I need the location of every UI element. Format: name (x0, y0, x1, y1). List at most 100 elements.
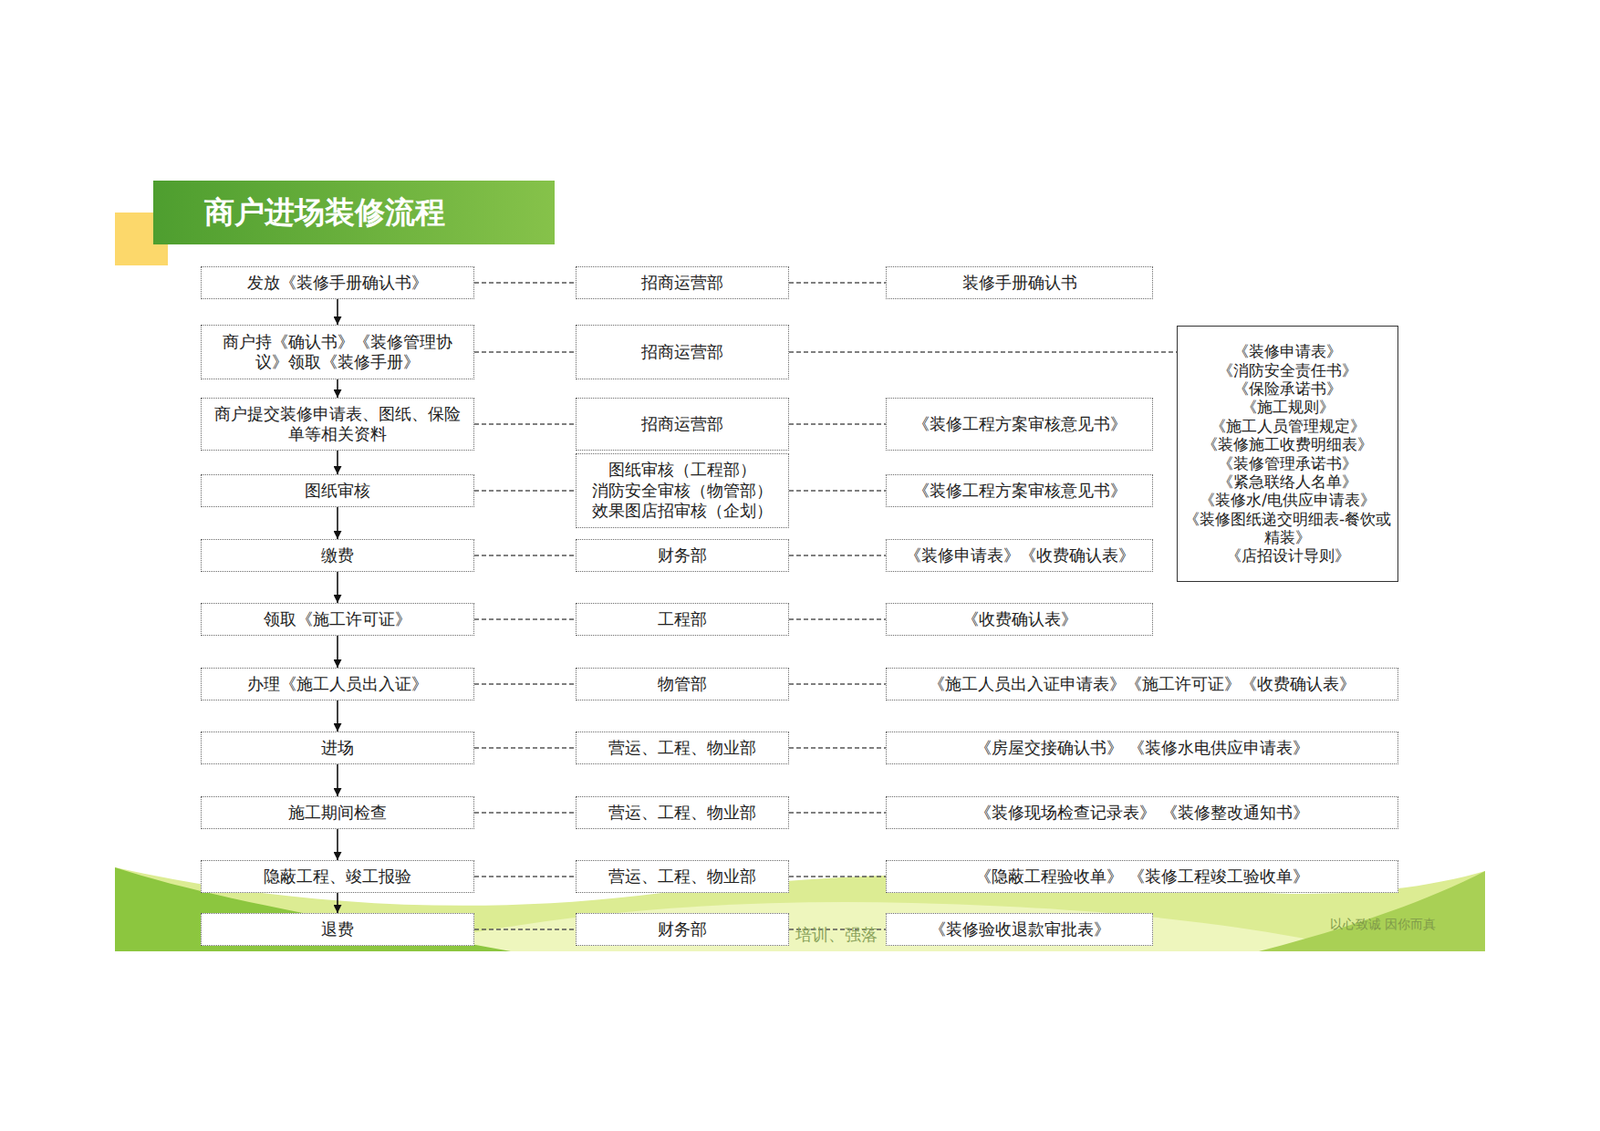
process-box: 招商运营部 (575, 324, 790, 380)
node-text: 财务部 (657, 545, 707, 567)
process-box: 图纸审核 (200, 474, 475, 508)
node-text: 招商运营部 (641, 342, 724, 364)
dashed-link (474, 423, 576, 425)
node-text: 发放《装修手册确认书》 (247, 272, 428, 294)
node-text: 《装修工程方案审核意见书》 (913, 414, 1127, 436)
node-text: 工程部 (657, 609, 707, 631)
dashed-link (474, 351, 576, 353)
process-box: 《装修工程方案审核意见书》 (885, 397, 1154, 451)
node-text: 营运、工程、物业部 (608, 866, 757, 888)
node-text: 《装修验收退款审批表》 (929, 919, 1111, 941)
process-box: 图纸审核（工程部）消防安全审核（物管部）效果图店招审核（企划） (575, 453, 790, 529)
node-text: 《装修图纸递交明细表-餐饮或精装》 (1183, 509, 1393, 548)
node-text: 《施工人员出入证申请表》《施工许可证》《收费确认表》 (928, 674, 1356, 696)
dashed-link (474, 747, 576, 749)
node-text: 《施工规则》 (1241, 397, 1335, 416)
process-box: 《装修工程方案审核意见书》 (885, 474, 1154, 508)
node-text: 物管部 (657, 674, 707, 696)
process-box: 招商运营部 (575, 397, 790, 451)
node-text: 《店招设计导则》 (1225, 546, 1351, 565)
node-text: 《施工人员管理规定》 (1210, 416, 1366, 436)
node-text: 《保险承诺书》 (1233, 379, 1342, 398)
node-text: 效果图店招审核（企划） (592, 500, 773, 522)
node-text: 装修手册确认书 (962, 272, 1078, 294)
title-banner (153, 180, 555, 245)
dashed-link (789, 875, 886, 877)
node-text: 图纸审核（工程部） (608, 459, 757, 481)
dashed-link (474, 811, 576, 813)
node-text: 《装修管理承诺书》 (1217, 454, 1358, 473)
node-text: 招商运营部 (641, 272, 724, 294)
process-box: 营运、工程、物业部 (575, 731, 790, 765)
flow-arrow (336, 571, 339, 603)
flow-arrow (336, 764, 339, 797)
node-text: 商户提交装修申请表、图纸、保险单等相关资料 (210, 404, 465, 446)
process-box: 退费 (200, 913, 475, 946)
node-text: 《装修申请表》 (1233, 342, 1342, 361)
node-text: 《装修现场检查记录表》 《装修整改通知书》 (975, 802, 1310, 824)
dashed-link (789, 554, 886, 556)
watermark-text: 培训、强落 (795, 924, 878, 946)
dashed-link (474, 928, 576, 930)
title-text: 商户进场装修流程 (204, 180, 446, 245)
process-box: 工程部 (575, 602, 790, 636)
node-text: 办理《施工人员出入证》 (247, 674, 428, 696)
dashed-link (789, 281, 886, 283)
node-text: 《装修施工收费明细表》 (1202, 435, 1373, 454)
flow-arrow (336, 379, 339, 398)
dashed-link (789, 351, 1177, 353)
node-text: 隐蔽工程、竣工报验 (263, 866, 412, 888)
dashed-link (789, 811, 886, 813)
process-box: 招商运营部 (575, 266, 790, 300)
document-list-box: 《装修申请表》《消防安全责任书》《保险承诺书》《施工规则》《施工人员管理规定》《… (1176, 325, 1399, 582)
node-text: 营运、工程、物业部 (608, 737, 757, 759)
watermark-text: 以心致诚 因你而真 (1329, 916, 1436, 934)
node-text: 《收费确认表》 (962, 609, 1078, 631)
process-box: 营运、工程、物业部 (575, 796, 790, 830)
process-box: 《隐蔽工程验收单》 《装修工程竣工验收单》 (885, 860, 1399, 894)
process-box: 《房屋交接确认书》 《装修水电供应申请表》 (885, 731, 1399, 765)
node-text: 图纸审核 (304, 480, 371, 502)
ground-light (383, 902, 1369, 952)
node-text: 领取《施工许可证》 (263, 609, 412, 631)
dashed-link (474, 554, 576, 556)
process-box: 《装修验收退款审批表》 (885, 913, 1154, 946)
dashed-link (789, 618, 886, 620)
process-box: 领取《施工许可证》 (200, 602, 475, 636)
dashed-link (789, 489, 886, 491)
dashed-link (474, 489, 576, 491)
dashed-link (789, 423, 886, 425)
process-box: 进场 (200, 731, 475, 765)
flow-arrow (336, 635, 339, 668)
node-text: 财务部 (657, 919, 707, 941)
process-box: 《收费确认表》 (885, 602, 1154, 636)
process-box: 商户持《确认书》《装修管理协议》领取《装修手册》 (200, 324, 475, 380)
flow-arrow (336, 829, 339, 861)
node-text: 进场 (321, 737, 354, 759)
process-box: 营运、工程、物业部 (575, 860, 790, 894)
node-text: 《装修工程方案审核意见书》 (913, 480, 1127, 502)
process-box: 财务部 (575, 913, 790, 946)
process-box: 财务部 (575, 539, 790, 572)
flow-arrow (336, 450, 339, 475)
node-text: 《装修申请表》《收费确认表》 (904, 545, 1135, 567)
dashed-link (474, 683, 576, 685)
process-box: 《装修现场检查记录表》 《装修整改通知书》 (885, 796, 1399, 830)
node-text: 营运、工程、物业部 (608, 802, 757, 824)
process-box: 施工期间检查 (200, 796, 475, 830)
process-box: 装修手册确认书 (885, 266, 1154, 300)
process-box: 《装修申请表》《收费确认表》 (885, 539, 1154, 572)
dashed-link (474, 281, 576, 283)
flow-arrow (336, 893, 339, 914)
node-text: 施工期间检查 (288, 802, 387, 824)
node-text: 缴费 (321, 545, 354, 567)
node-text: 招商运营部 (641, 414, 724, 436)
dashed-link (474, 875, 576, 877)
process-box: 物管部 (575, 667, 790, 701)
node-text: 退费 (321, 919, 354, 941)
node-text: 《紧急联络人名单》 (1217, 472, 1358, 491)
flow-arrow (336, 700, 339, 732)
process-box: 办理《施工人员出入证》 (200, 667, 475, 701)
node-text: 商户持《确认书》《装修管理协议》领取《装修手册》 (210, 332, 465, 374)
